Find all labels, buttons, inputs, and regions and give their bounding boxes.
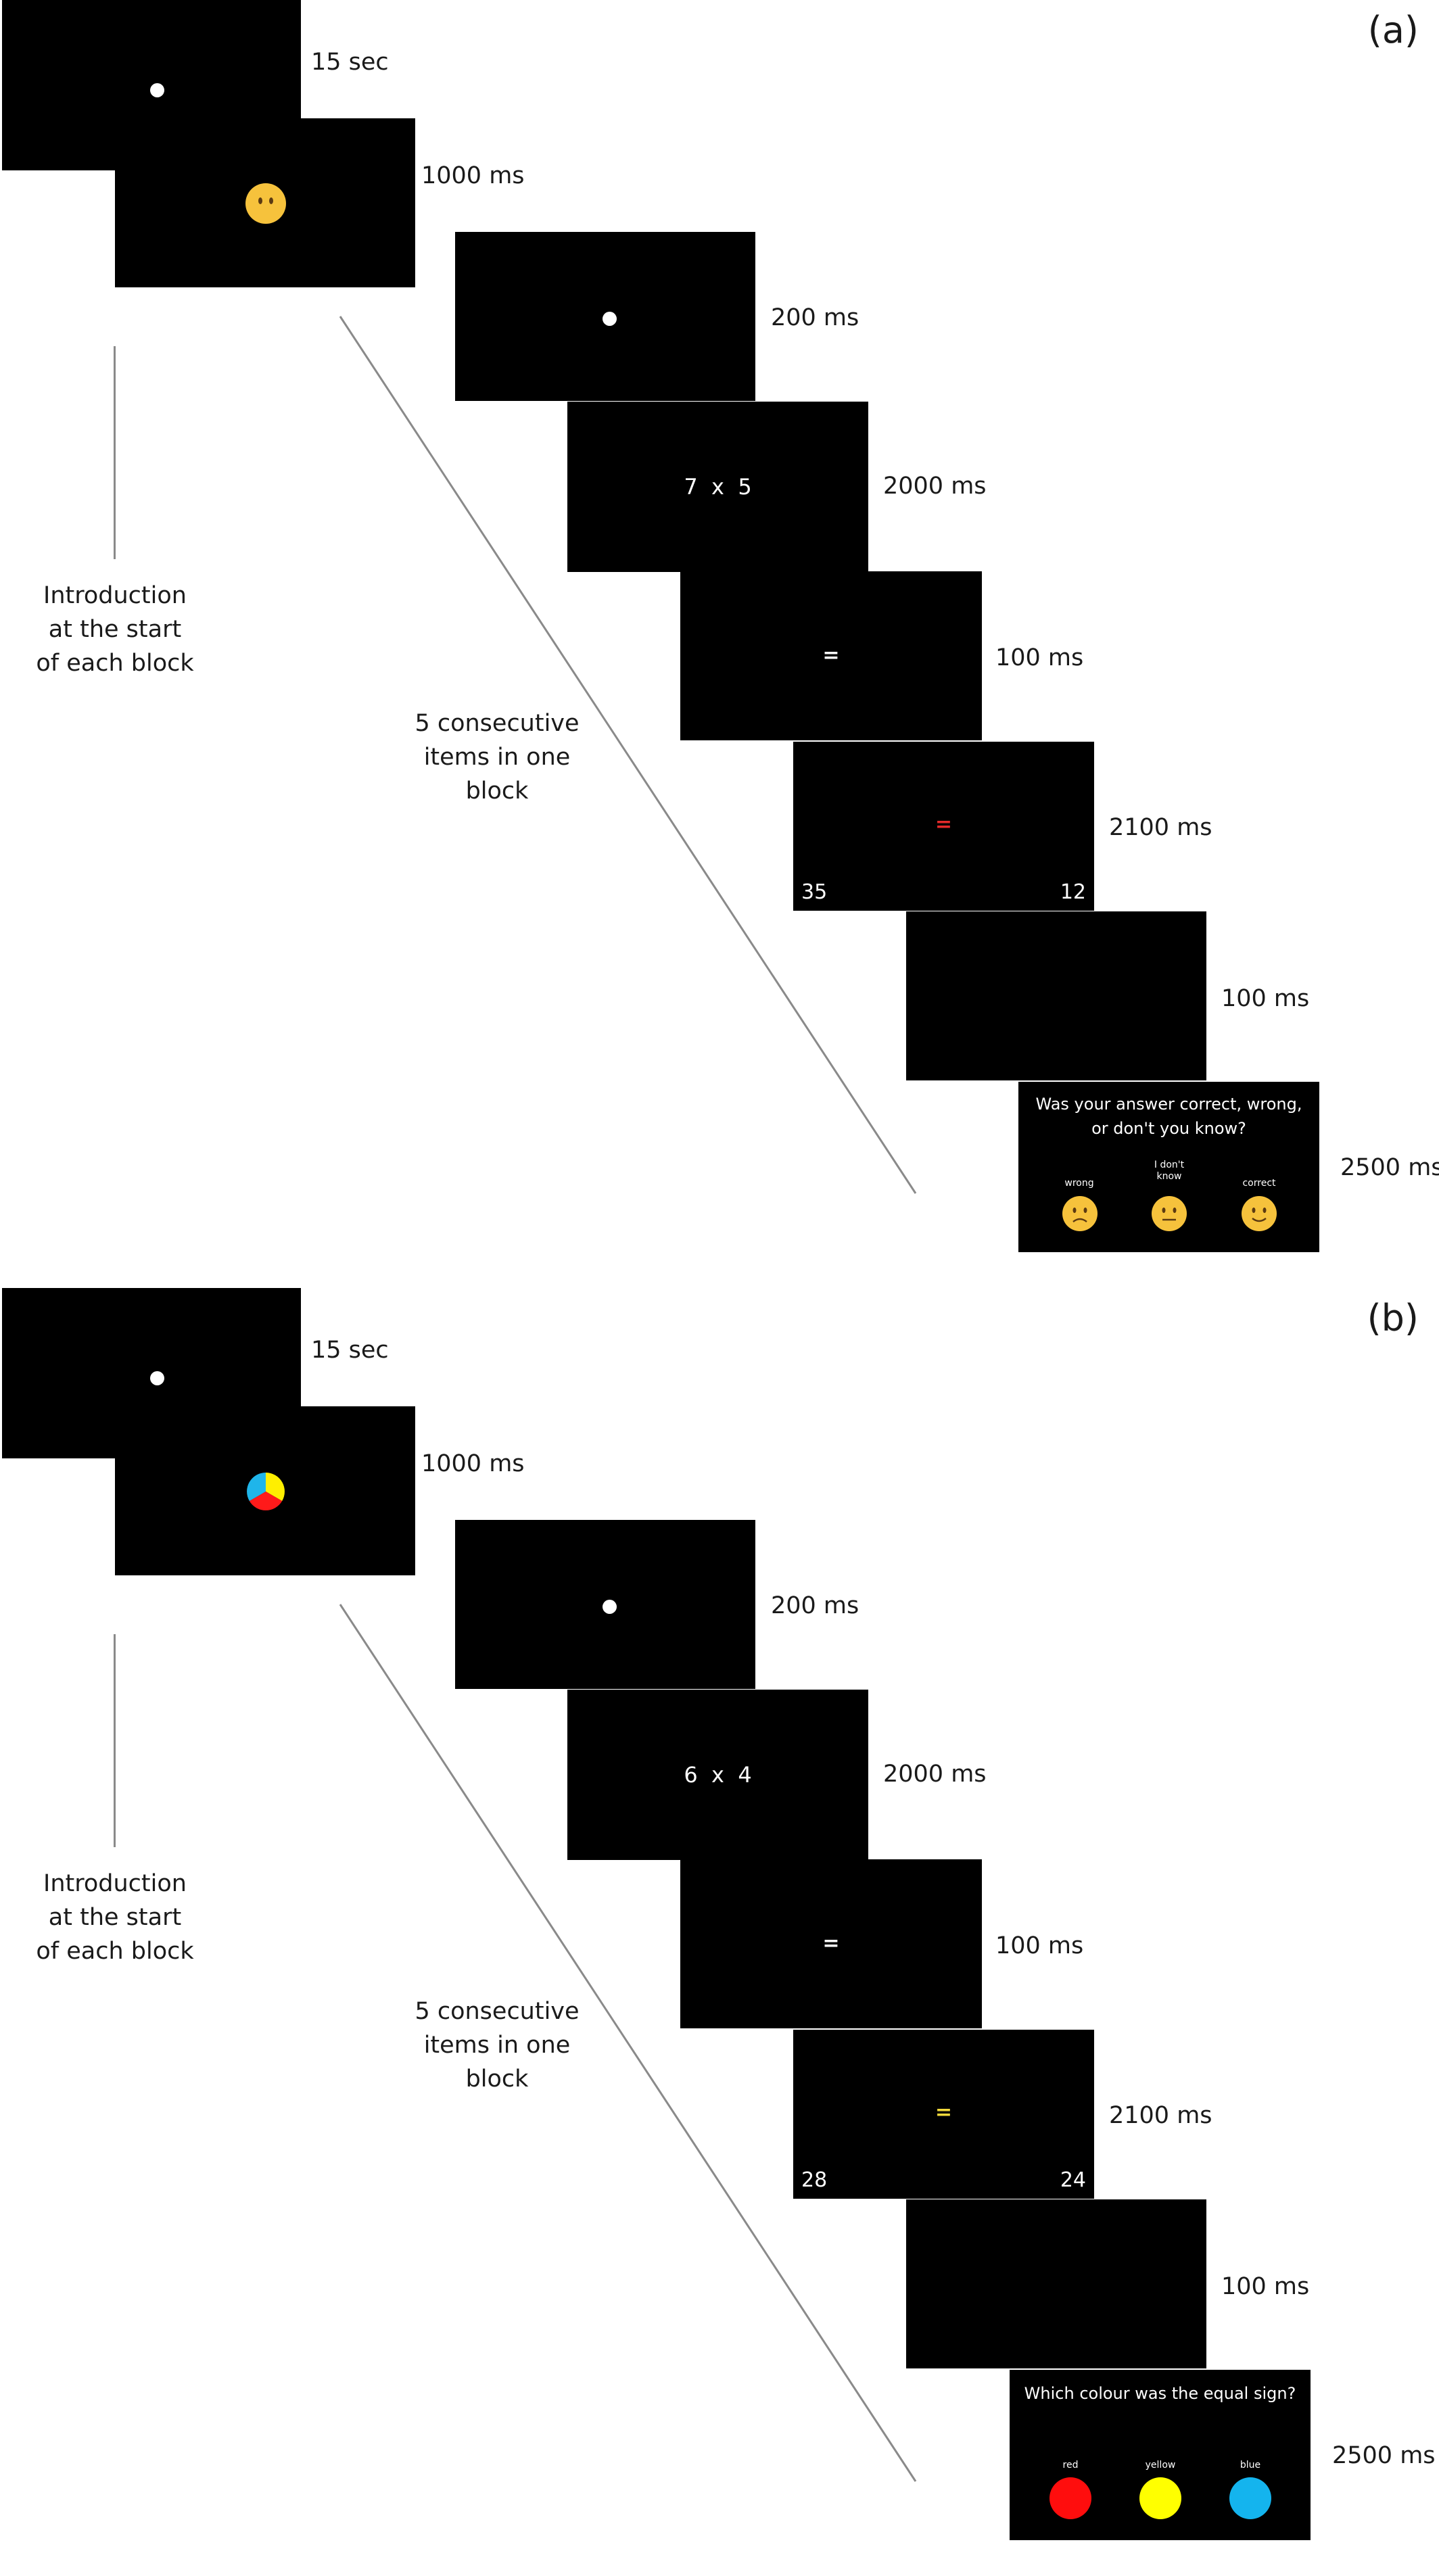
fixation-screen-2: [455, 232, 755, 401]
blank-screen: [906, 2199, 1206, 2368]
neutral-face-icon: [245, 183, 286, 224]
problem-screen: 7 x 5: [567, 402, 868, 572]
smiling-face-icon: [1242, 1196, 1277, 1231]
duration-fixation-2: 200 ms: [771, 1592, 859, 1619]
fixation-screen-2: [455, 1520, 755, 1689]
option-label-wrong: wrong: [1064, 1178, 1094, 1189]
duration-equal-sign: 100 ms: [995, 1932, 1084, 1959]
duration-problem: 2000 ms: [883, 1761, 987, 1788]
multiplication-problem: 6 x 4: [684, 1762, 752, 1788]
yellow-circle: [1139, 2477, 1181, 2519]
duration-cue: 1000 ms: [421, 162, 525, 189]
fixation-dot: [603, 1600, 617, 1614]
answer-right: 24: [1060, 2168, 1086, 2192]
equal-sign-screen: =: [680, 571, 982, 740]
duration-blank: 100 ms: [1221, 985, 1310, 1012]
multiplication-problem: 7 x 5: [684, 474, 752, 500]
blank-screen: [906, 911, 1206, 1080]
answer-left: 28: [801, 2168, 828, 2192]
duration-cue: 1000 ms: [421, 1450, 525, 1477]
colored-equal-sign: =: [935, 2101, 953, 2124]
colored-equal-sign: =: [935, 813, 953, 836]
block-diagonal-line: [339, 316, 917, 1194]
colour-question: Which colour was the equal sign?: [1024, 2384, 1296, 2403]
intro-divider: [114, 1634, 116, 1847]
fixation-dot: [150, 83, 164, 97]
problem-screen: 6 x 4: [567, 1690, 868, 1860]
frowning-face-icon: [1062, 1196, 1098, 1231]
answer-screen: = 35 12: [793, 742, 1094, 911]
fixation-dot: [603, 312, 617, 326]
red-circle: [1049, 2477, 1091, 2519]
duration-fixation: 15 sec: [311, 49, 389, 76]
duration-answer: 2100 ms: [1109, 814, 1212, 841]
equal-sign: =: [822, 1932, 840, 1955]
duration-answer: 2100 ms: [1109, 2102, 1212, 2129]
option-label-blue: blue: [1240, 2460, 1261, 2471]
cue-screen: [115, 1406, 415, 1575]
answer-screen: = 28 24: [793, 2030, 1094, 2199]
duration-fixation: 15 sec: [311, 1337, 389, 1364]
colour-question-screen: Which colour was the equal sign? red yel…: [1010, 2370, 1311, 2540]
neutral-face-icon: [1152, 1196, 1187, 1231]
feedback-question: Was your answer correct, wrong, or don't…: [1035, 1095, 1302, 1138]
option-label-yellow: yellow: [1145, 2460, 1176, 2471]
duration-problem: 2000 ms: [883, 473, 987, 500]
block-diagonal-line: [339, 1604, 917, 2482]
panel-b: (b) 6 x 4 = = 28 24 Which colour was the…: [0, 1288, 1439, 2576]
option-label-correct: correct: [1242, 1178, 1276, 1189]
answer-left: 35: [801, 880, 828, 904]
blue-circle: [1229, 2477, 1271, 2519]
intro-label: Introduction at the start of each block: [36, 1870, 194, 1965]
intro-divider: [114, 346, 116, 559]
equal-sign-screen: =: [680, 1859, 982, 2028]
answer-right: 12: [1060, 880, 1086, 904]
duration-feedback: 2500 ms: [1340, 1154, 1439, 1181]
duration-blank: 100 ms: [1221, 2273, 1310, 2300]
items-label: 5 consecutive items in one block: [415, 710, 580, 805]
duration-colour-question: 2500 ms: [1332, 2442, 1436, 2469]
option-label-dont-know: I don't know: [1154, 1160, 1185, 1182]
panel-label: (b): [1367, 1297, 1419, 1339]
feedback-screen: Was your answer correct, wrong, or don't…: [1018, 1082, 1319, 1252]
items-label: 5 consecutive items in one block: [415, 1998, 580, 2093]
cue-screen: [115, 118, 415, 287]
option-label-red: red: [1062, 2460, 1079, 2471]
fixation-dot: [150, 1371, 164, 1385]
duration-equal-sign: 100 ms: [995, 644, 1084, 671]
equal-sign: =: [822, 644, 840, 667]
panel-label: (a): [1367, 9, 1419, 51]
color-wheel-icon: [247, 1473, 285, 1510]
intro-label: Introduction at the start of each block: [36, 582, 194, 677]
duration-fixation-2: 200 ms: [771, 304, 859, 331]
panel-a: (a) 7 x 5 = = 35 12 Was your answer corr…: [2, 0, 1439, 1252]
